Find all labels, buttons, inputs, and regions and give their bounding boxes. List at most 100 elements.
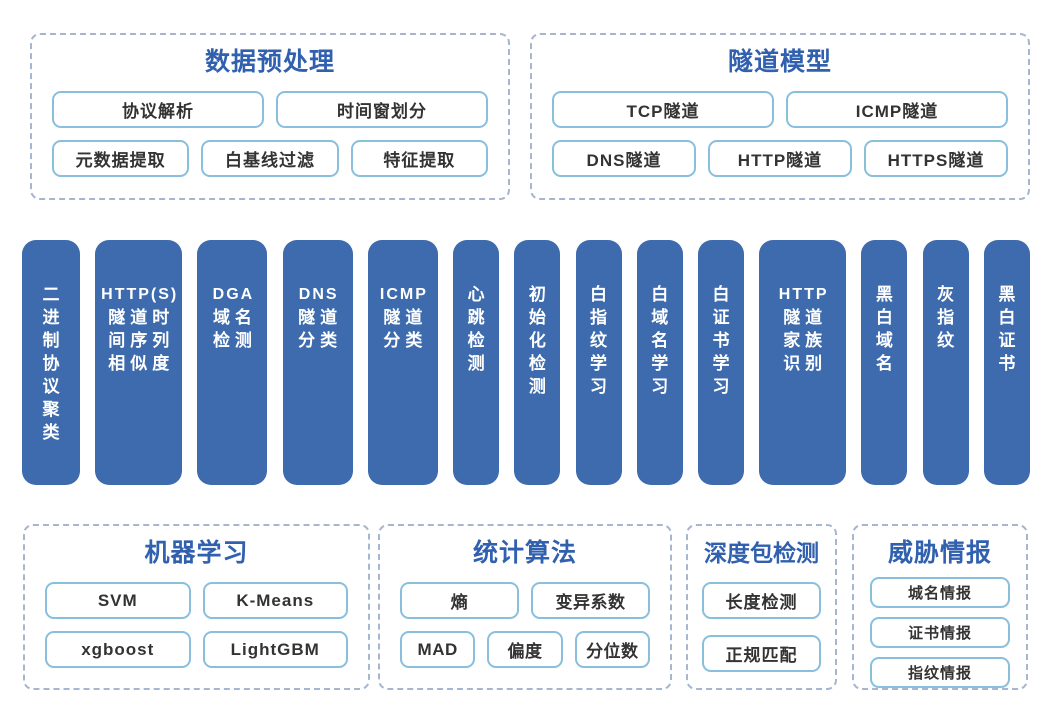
bar-line: 测 — [528, 377, 551, 396]
chip: 特征提取 — [350, 140, 488, 177]
bar-line: 心 — [467, 285, 490, 304]
bar-line: 二 — [42, 285, 65, 304]
chip: 变异系数 — [531, 582, 650, 619]
pipeline-bar: DGA 域名检测 — [197, 240, 268, 485]
bar-line: 类 — [42, 423, 65, 442]
bar-line: 识别 — [783, 354, 828, 373]
bar-line: 纹 — [590, 331, 613, 350]
bar-line: ICMP — [379, 286, 428, 303]
bar-line: 间序列 — [108, 331, 175, 350]
pipeline-bar: 二进制协议聚类 — [22, 240, 80, 485]
bar-line: HTTP(S) — [101, 286, 179, 303]
bar-line: 聚 — [42, 400, 65, 419]
bar-line: 跳 — [467, 308, 490, 327]
bar-line: 测 — [467, 354, 490, 373]
chip: DNS隧道 — [552, 140, 696, 177]
panel-data-preprocessing: 数据预处理 协议解析时间窗划分元数据提取白基线过滤特征提取 — [30, 33, 510, 200]
bar-line: 化 — [528, 331, 551, 350]
bar-line: 学 — [651, 354, 674, 373]
bar-line: 书 — [712, 331, 735, 350]
chip-row: 指纹情报 — [870, 657, 1010, 688]
bar-line: 白 — [712, 285, 735, 304]
chip-list: SVM K-Means xgboost LightGBM — [45, 582, 348, 676]
bar-line: 灰 — [937, 285, 960, 304]
chip: 长度检测 — [702, 582, 821, 619]
bar-line: 分类 — [383, 331, 428, 350]
pipeline-bar: 白域名学习 — [636, 240, 683, 485]
chip: HTTP隧道 — [708, 140, 852, 177]
chip: SVM — [45, 582, 191, 619]
bar-line: 白 — [651, 285, 674, 304]
bar-line: 习 — [651, 377, 674, 396]
bar-line: 初 — [528, 285, 551, 304]
chip-row: 协议解析时间窗划分 — [52, 91, 488, 128]
bar-line: 纹 — [937, 331, 960, 350]
bar-line: 书 — [998, 354, 1021, 373]
bar-line: HTTP — [778, 286, 829, 303]
bar-line: 名 — [875, 354, 898, 373]
bar-line: 名 — [651, 331, 674, 350]
chip-row: SVM K-Means — [45, 582, 348, 619]
chip: 协议解析 — [52, 91, 264, 128]
chip-row: 长度检测 — [702, 582, 821, 619]
bar-line: 黑 — [875, 285, 898, 304]
bar-line: 指 — [937, 308, 960, 327]
bar-line: 检测 — [212, 331, 257, 350]
bar-line: 指 — [590, 308, 613, 327]
bar-line: 检 — [467, 331, 490, 350]
bar-line: 黑 — [998, 285, 1021, 304]
pipeline-bar: 白指纹学习 — [575, 240, 622, 485]
chip: 元数据提取 — [52, 140, 190, 177]
bar-line: 域名 — [212, 308, 257, 327]
chip: 正规匹配 — [702, 635, 821, 672]
chip: 证书情报 — [870, 617, 1010, 648]
bar-line: 隧道 — [298, 308, 343, 327]
panel-title: 隧道模型 — [727, 48, 832, 76]
chip-row: TCP隧道 ICMP隧道 — [552, 91, 1008, 128]
chip-row: xgboost LightGBM — [45, 631, 348, 668]
bar-line: 域 — [875, 331, 898, 350]
chip-list: 长度检测正规匹配 — [702, 582, 821, 676]
bar-line: 证 — [998, 331, 1021, 350]
bar-line: 隧道 — [783, 308, 828, 327]
chip: K-Means — [202, 582, 348, 619]
pipeline-bar: 灰指纹 — [922, 240, 969, 485]
bar-line: DGA — [212, 286, 255, 303]
pipeline-bar: 心跳检测 — [453, 240, 500, 485]
chip-row: 证书情报 — [870, 617, 1010, 648]
chip: TCP隧道 — [552, 91, 774, 128]
chip-row: 城名情报 — [870, 577, 1010, 608]
bar-line: 白 — [998, 308, 1021, 327]
bar-line: 分类 — [298, 331, 343, 350]
chip: 时间窗划分 — [276, 91, 488, 128]
pipeline-bar: HTTP(S)隧道时间序列相似度 — [95, 240, 183, 485]
chip: LightGBM — [202, 631, 348, 668]
pipeline-bar: 黑白证书 — [983, 240, 1030, 485]
chip: 指纹情报 — [870, 657, 1010, 688]
bar-line: 证 — [712, 308, 735, 327]
chip-list: 协议解析时间窗划分元数据提取白基线过滤特征提取 — [52, 91, 488, 186]
chip: xgboost — [45, 631, 191, 668]
bar-line: 进 — [42, 308, 65, 327]
bar-line: 隧道 — [383, 308, 428, 327]
chip: ICMP隧道 — [786, 91, 1008, 128]
chip-row: 熵变异系数 — [400, 582, 650, 619]
bar-line: 隧道时 — [108, 308, 175, 327]
panel-title: 威胁情报 — [887, 539, 992, 567]
bar-line: 习 — [590, 377, 613, 396]
bar-line: 议 — [42, 377, 65, 396]
bar-line: 制 — [42, 331, 65, 350]
panel-deep-packet-inspection: 深度包检测 长度检测正规匹配 — [686, 524, 837, 690]
panel-title: 统计算法 — [472, 539, 577, 567]
pipeline-bar: 初始化检测 — [514, 240, 561, 485]
chip-row: 正规匹配 — [702, 635, 821, 672]
